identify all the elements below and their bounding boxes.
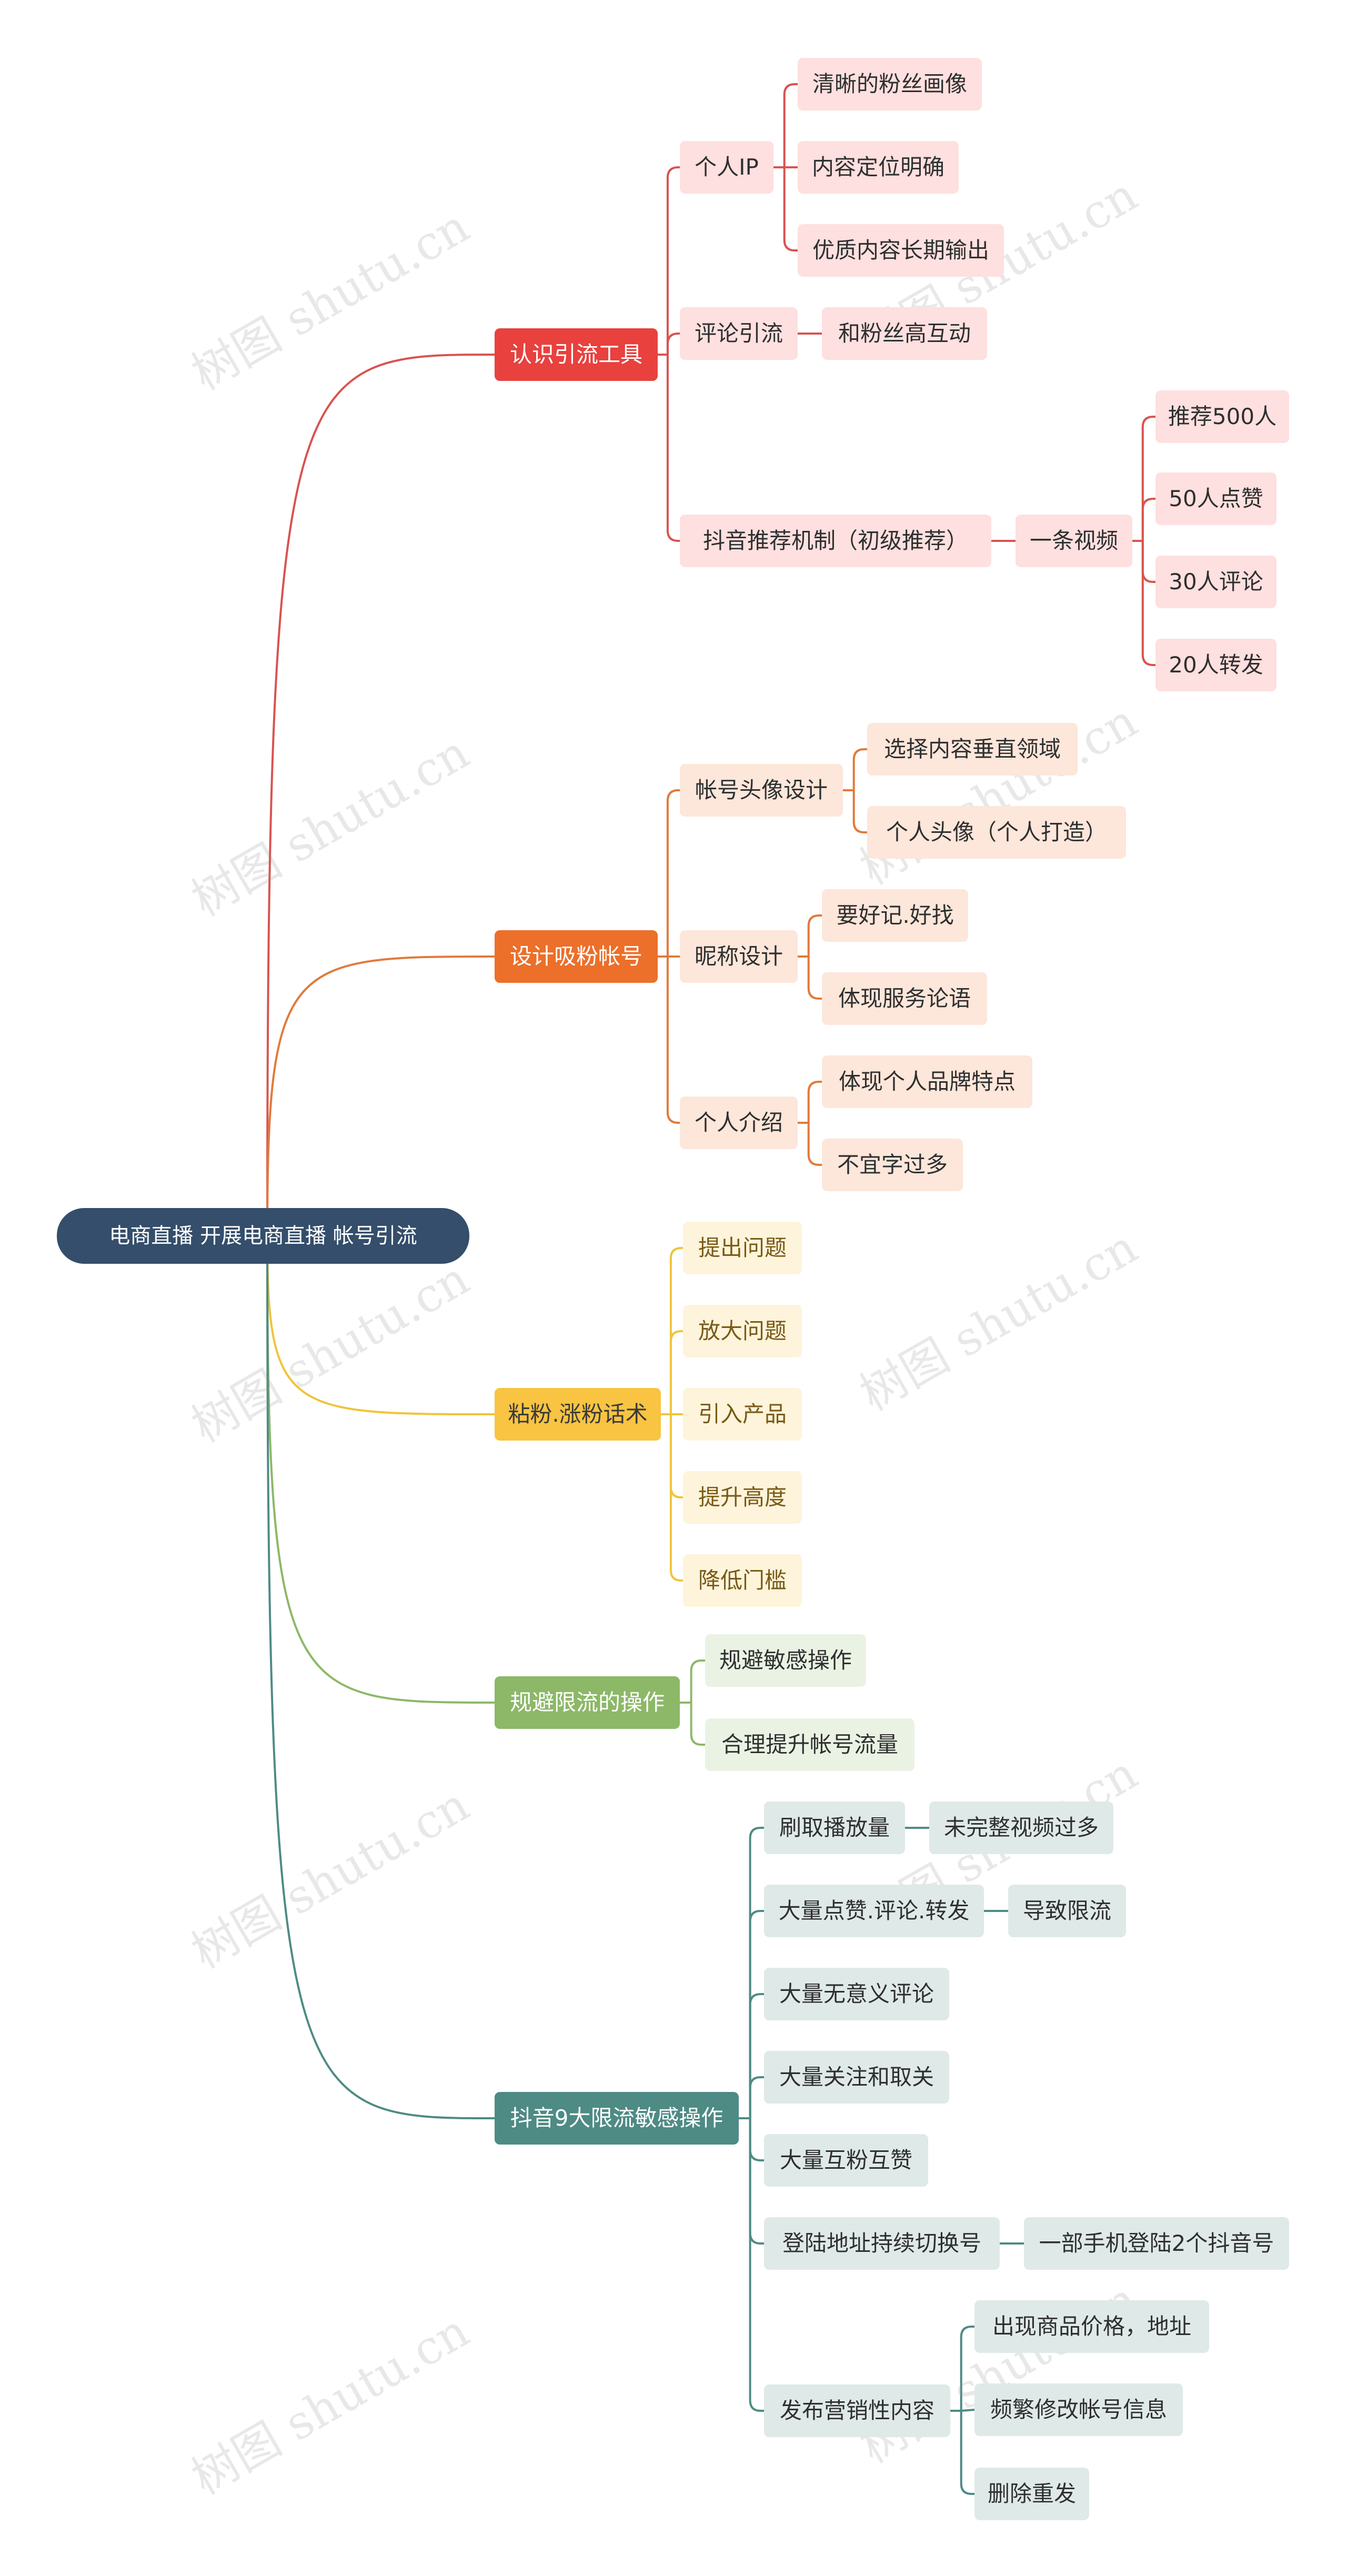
leaf-node[interactable]: 导致限流: [1008, 1885, 1126, 1937]
topic-node[interactable]: 刷取播放量: [764, 1802, 905, 1854]
leaf-node[interactable]: 内容定位明确: [798, 141, 959, 194]
connector-line: [961, 2409, 975, 2412]
connector-line: [666, 789, 680, 957]
connector-line: [1141, 416, 1155, 541]
leaf-node[interactable]: 体现个人品牌特点: [822, 1055, 1032, 1108]
connector-line: [783, 167, 798, 251]
connector-line: [266, 354, 495, 1236]
topic-node[interactable]: 昵称设计: [680, 930, 798, 983]
connector-line: [666, 957, 680, 1124]
branch-node[interactable]: 粘粉.涨粉话术: [495, 1388, 661, 1441]
leaf-node[interactable]: 一部手机登陆2个抖音号: [1024, 2217, 1289, 2270]
topic-node[interactable]: 发布营销性内容: [764, 2384, 950, 2437]
connector-line: [1141, 498, 1155, 541]
connector-line: [749, 2118, 764, 2412]
leaf-node[interactable]: 和粉丝高互动: [822, 307, 987, 360]
topic-node[interactable]: 个人介绍: [680, 1096, 798, 1149]
topic-node[interactable]: 评论引流: [680, 307, 798, 360]
root-node[interactable]: 电商直播 开展电商直播 帐号引流: [57, 1208, 469, 1264]
leaf-node[interactable]: 大量关注和取关: [764, 2051, 949, 2104]
connector-line: [749, 2118, 764, 2245]
leaf-node[interactable]: 放大问题: [683, 1305, 802, 1357]
leaf-node[interactable]: 体现服务论语: [822, 972, 987, 1025]
leaf-node[interactable]: 合理提升帐号流量: [705, 1718, 914, 1771]
leaf-node[interactable]: 大量互粉互赞: [764, 2134, 928, 2187]
branch-node[interactable]: 认识引流工具: [495, 328, 658, 381]
connector-line: [669, 1247, 683, 1414]
connector-line: [852, 790, 867, 833]
connector-line: [807, 1123, 822, 1166]
connector-line: [266, 1235, 495, 1704]
leaf-node[interactable]: 频繁修改帐号信息: [974, 2383, 1183, 2436]
leaf-node[interactable]: 优质内容长期输出: [798, 224, 1004, 277]
leaf-node[interactable]: 清晰的粉丝画像: [798, 58, 982, 110]
connector-line: [783, 83, 798, 167]
connector-line: [749, 1910, 764, 2118]
connector-line: [266, 1235, 495, 2119]
connector-line: [807, 914, 822, 957]
connector-line: [666, 333, 680, 355]
leaf-node[interactable]: 推荐500人: [1155, 390, 1289, 443]
branch-node[interactable]: 抖音9大限流敏感操作: [495, 2092, 739, 2145]
connector-line: [669, 1414, 683, 1498]
branch-node[interactable]: 设计吸粉帐号: [495, 930, 658, 983]
connector-line: [960, 2326, 974, 2411]
topic-node[interactable]: 帐号头像设计: [680, 764, 843, 817]
topic-node[interactable]: 抖音推荐机制（初级推荐）: [680, 515, 991, 567]
leaf-node[interactable]: 未完整视频过多: [929, 1802, 1113, 1854]
leaf-node[interactable]: 规避敏感操作: [705, 1634, 866, 1687]
connector-line: [749, 2076, 764, 2118]
leaf-node[interactable]: 删除重发: [974, 2468, 1089, 2520]
leaf-node[interactable]: 提出问题: [683, 1222, 802, 1274]
leaf-node[interactable]: 选择内容垂直领域: [867, 723, 1078, 776]
topic-node[interactable]: 个人IP: [680, 141, 773, 194]
leaf-node[interactable]: 50人点赞: [1155, 472, 1276, 525]
connector-line: [1141, 541, 1155, 583]
connector-line: [749, 2118, 764, 2161]
leaf-node[interactable]: 不宜字过多: [822, 1139, 963, 1191]
leaf-node[interactable]: 引入产品: [683, 1388, 802, 1441]
connector-line: [807, 957, 822, 1000]
connector-line: [852, 748, 867, 790]
connector-line: [1141, 541, 1155, 666]
topic-node[interactable]: 大量点赞.评论.转发: [764, 1885, 984, 1937]
topic-node[interactable]: 登陆地址持续切换号: [764, 2217, 1000, 2270]
leaf-node[interactable]: 出现商品价格，地址: [974, 2300, 1209, 2353]
connector-line: [666, 355, 680, 542]
connector-line: [666, 166, 680, 355]
connector-line: [749, 1993, 764, 2118]
connector-line: [669, 1330, 683, 1414]
connector-line: [960, 2411, 974, 2495]
leaf-node[interactable]: 个人头像（个人打造）: [867, 806, 1126, 859]
connector-line: [749, 1827, 764, 2118]
leaf-node[interactable]: 要好记.好找: [822, 889, 968, 942]
connector-line: [669, 1414, 683, 1582]
connector-line: [266, 955, 495, 1236]
connector-line: [807, 1081, 822, 1123]
leaf-node[interactable]: 大量无意义评论: [764, 1968, 949, 2020]
leaf-node[interactable]: 20人转发: [1155, 639, 1276, 691]
connector-line: [690, 1703, 705, 1746]
connector-line: [266, 1235, 495, 1415]
connector-line: [690, 1659, 705, 1703]
leaf-node[interactable]: 30人评论: [1155, 556, 1276, 608]
topic-node[interactable]: 一条视频: [1016, 515, 1132, 567]
leaf-node[interactable]: 降低门槛: [683, 1554, 802, 1607]
branch-node[interactable]: 规避限流的操作: [495, 1676, 680, 1729]
leaf-node[interactable]: 提升高度: [683, 1471, 802, 1524]
